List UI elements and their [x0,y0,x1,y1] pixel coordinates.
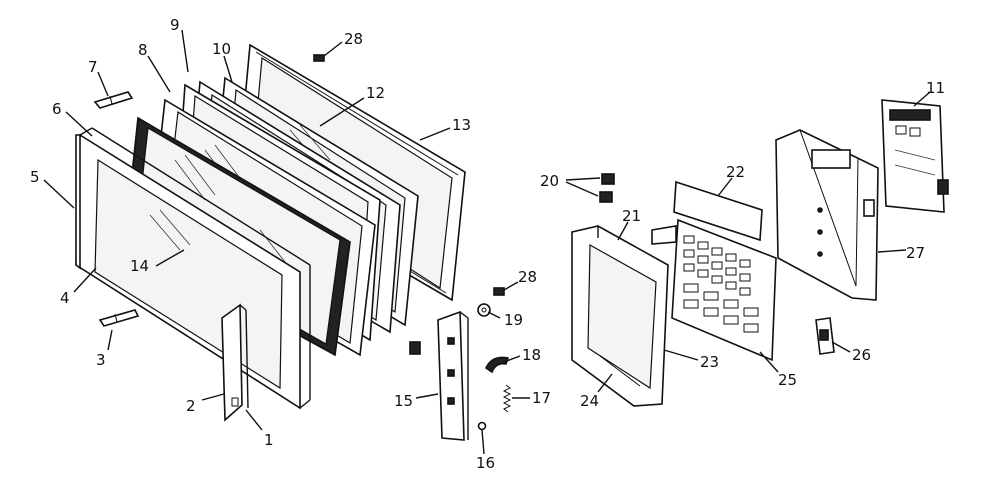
part-27-control-box [775,129,879,301]
part-18-latch-lever [484,356,510,374]
part-17-spring [502,384,512,413]
label-15: 15 [394,392,413,410]
label-3: 3 [96,351,106,369]
label-6: 6 [52,100,62,118]
label-12: 12 [366,84,385,102]
part-28-screw-top [313,54,325,62]
part-22-label-strip [673,180,763,242]
label-8: 8 [138,41,148,59]
label-2: 2 [186,397,196,415]
label-1: 1 [264,431,274,449]
label-25: 25 [778,371,797,389]
label-18: 18 [522,346,541,364]
label-24: 24 [580,392,599,410]
label-7: 7 [88,58,98,76]
label-19: 19 [504,311,523,329]
part-20-clips [599,173,615,203]
label-28-top: 28 [344,30,363,48]
part-23-control-frame [571,225,669,407]
part-11-control-board [881,99,949,213]
label-16: 16 [476,454,495,472]
part-7-hinge-bracket [93,91,134,109]
label-28-mid: 28 [518,268,537,286]
part-3-hinge-bracket [98,309,140,327]
label-22: 22 [726,163,745,181]
label-11: 11 [926,79,945,97]
part-labels: 1 2 3 4 5 6 7 8 9 10 11 12 13 14 15 16 1… [30,16,945,472]
part-15-latch-plate [409,310,469,441]
label-20: 20 [540,172,559,190]
label-23: 23 [700,353,719,371]
label-9: 9 [170,16,180,34]
label-13: 13 [452,116,471,134]
label-10: 10 [212,40,231,58]
label-4: 4 [60,289,70,307]
label-5: 5 [30,168,40,186]
keypad-buttons [683,235,759,333]
part-19-nut [477,303,491,317]
part-16-screw [477,421,487,431]
label-27: 27 [906,244,925,262]
label-26: 26 [852,346,871,364]
part-2-latch-bar [221,303,249,422]
label-17: 17 [532,389,551,407]
part-25-keypad-membrane [651,218,777,362]
part-28-screw-mid [493,287,505,296]
part-26-switch [815,317,835,355]
leader-lines [43,29,931,455]
label-14: 14 [130,257,149,275]
label-21: 21 [622,207,641,225]
